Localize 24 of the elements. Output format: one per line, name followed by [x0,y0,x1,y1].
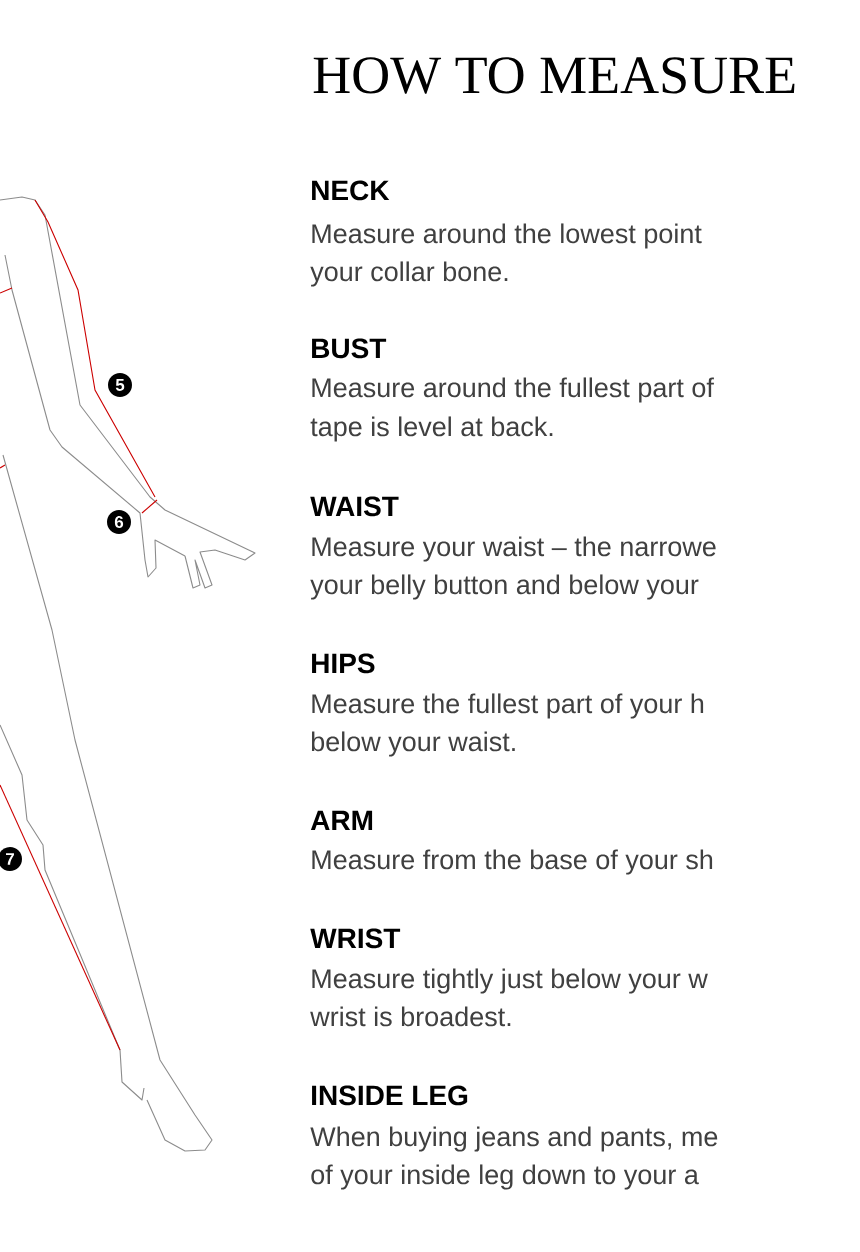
description-text: Measure around the lowest point [312,223,702,249]
section-heading: BUST [312,338,387,359]
section-heading: INSIDE LEG [312,1085,468,1106]
section-heading: WRIST [310,928,401,949]
description-text: tape is level at back. [310,416,553,442]
section-heading: NECK [312,180,390,201]
callout-number: 5 [108,373,132,397]
description-text: wrist is broadest. [310,1006,511,1027]
title: HOW TO MEASURE [313,57,795,94]
description-text: Measure your waist – the narrowe [312,536,716,562]
section-heading: HIPS [312,653,375,674]
description-text: Measure from the base of your sh [312,849,713,875]
section-heading: ARM [310,810,373,830]
description-text: When buying jeans and pants, me [310,1126,718,1152]
section-heading: WAIST [310,496,399,517]
callout-number: 7 [0,847,22,871]
description-text: Measure the fullest part of your h [312,693,704,719]
description-text: your collar bone. [310,261,508,287]
description-text: below your waist. [311,731,515,757]
description-text: Measure tightly just below your w [312,968,708,994]
callout-number: 6 [107,510,131,534]
description-text: your belly button and below your [310,574,699,600]
description-text: of your inside leg down to your a [311,1164,699,1190]
description-text: Measure around the fullest part of [312,377,714,403]
